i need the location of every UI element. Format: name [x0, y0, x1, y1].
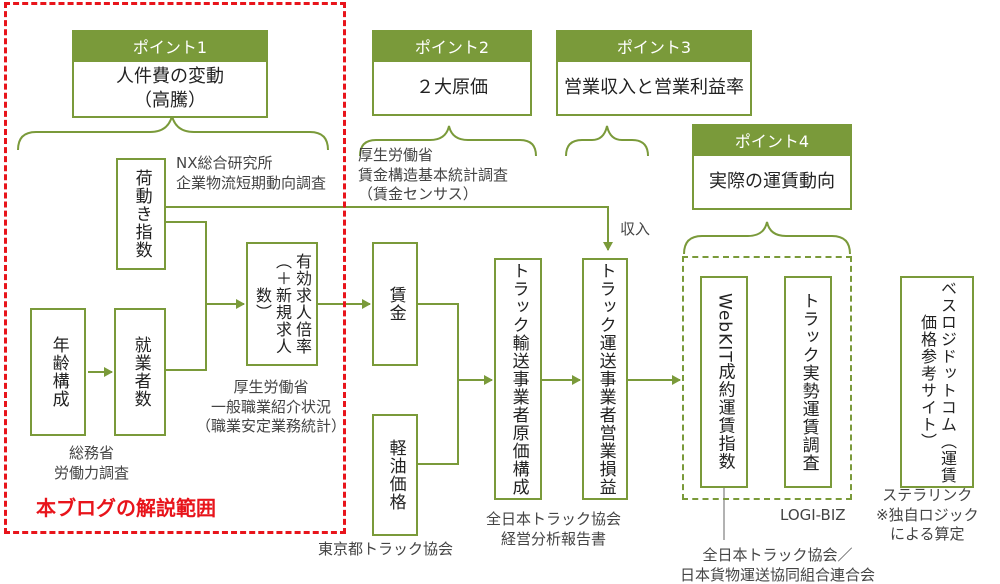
fuel-price-label: 軽油価格 [385, 439, 406, 511]
wage-label: 賃金 [385, 286, 406, 322]
federation-label: 全日本トラック協会／ 日本貨物運送協同組合連合会 [680, 546, 876, 584]
point-3-body: 営業収入と営業利益率 [556, 60, 752, 116]
cargo-index-label: 荷動き指数 [131, 169, 152, 259]
mhlw-wage-source-label: 厚生労働省 賃金構造基本統計調査 （賃金センサス） [358, 146, 509, 203]
fuel-price-box: 軽油価格 [372, 414, 418, 536]
mhlw-job-source-label: 厚生労働省 一般職業紹介状況 （職業安定業務統計） [196, 378, 347, 435]
point-4-body: 実際の運賃動向 [692, 154, 852, 210]
logibiz-label: LOGI-BIZ [780, 506, 846, 524]
point-2-body: ２大原価 [372, 60, 532, 116]
job-ratio-label: 有効求人倍率（＋新規求人数） [253, 253, 312, 355]
brace-point-2 [359, 125, 537, 157]
jta-report-label: 全日本トラック協会 経営分析報告書 [486, 510, 622, 548]
operating-pl-label: トラック運送事業者営業損益 [595, 262, 616, 496]
webkit-index-box: WebKIT成約運賃指数 [700, 276, 748, 488]
cost-structure-box: トラック輸送事業者原価構成 [494, 258, 542, 500]
actual-rate-label: トラック実勢運賃調査 [798, 292, 819, 472]
brace-point-3 [565, 125, 649, 157]
employed-box: 就業者数 [114, 308, 166, 436]
blog-scope-caption: 本ブログの解説範囲 [36, 496, 216, 520]
wage-box: 賃金 [372, 242, 418, 366]
logi-site-box: ベスロジドットコム（運賃価格参考サイト） [900, 276, 974, 488]
employed-label: 就業者数 [130, 336, 151, 408]
line-cargo-out [166, 221, 207, 304]
line-wage-merge [418, 303, 459, 380]
point-1-body: 人件費の変動 （高騰） [72, 60, 268, 118]
line-cargo-income [166, 206, 613, 251]
age-structure-label: 年齢構成 [48, 336, 69, 408]
sterra-label: ステラリンク ※独自ロジック による算定 [876, 486, 979, 543]
age-structure-box: 年齢構成 [30, 308, 86, 436]
cargo-index-box: 荷動き指数 [116, 158, 166, 270]
job-ratio-box: 有効求人倍率（＋新規求人数） [246, 242, 318, 366]
line-fuel-merge [418, 380, 459, 465]
cost-structure-label: トラック輸送事業者原価構成 [508, 262, 529, 496]
point-2-header: ポイント2 [372, 30, 532, 62]
operating-pl-box: トラック運送事業者営業損益 [582, 258, 628, 500]
tokyo-association-label: 東京都トラック協会 [318, 540, 454, 558]
brace-point-4 [683, 221, 851, 255]
actual-rate-box: トラック実勢運賃調査 [784, 276, 832, 488]
blog-scope-frame [4, 2, 346, 534]
nx-source-label: NX総合研究所 企業物流短期動向調査 [176, 154, 327, 192]
point-4-header: ポイント4 [692, 124, 852, 156]
logi-site-label: ベスロジドットコム（運賃価格参考サイト） [918, 280, 957, 484]
line-employed-out [166, 304, 207, 371]
webkit-index-label: WebKIT成約運賃指数 [714, 293, 735, 471]
soumu-source-label: 総務省 労働力調査 [54, 444, 130, 482]
point-1-header: ポイント1 [72, 30, 268, 62]
rate-index-frame [682, 256, 852, 500]
point-3-header: ポイント3 [556, 30, 752, 62]
income-label: 収入 [620, 220, 651, 238]
